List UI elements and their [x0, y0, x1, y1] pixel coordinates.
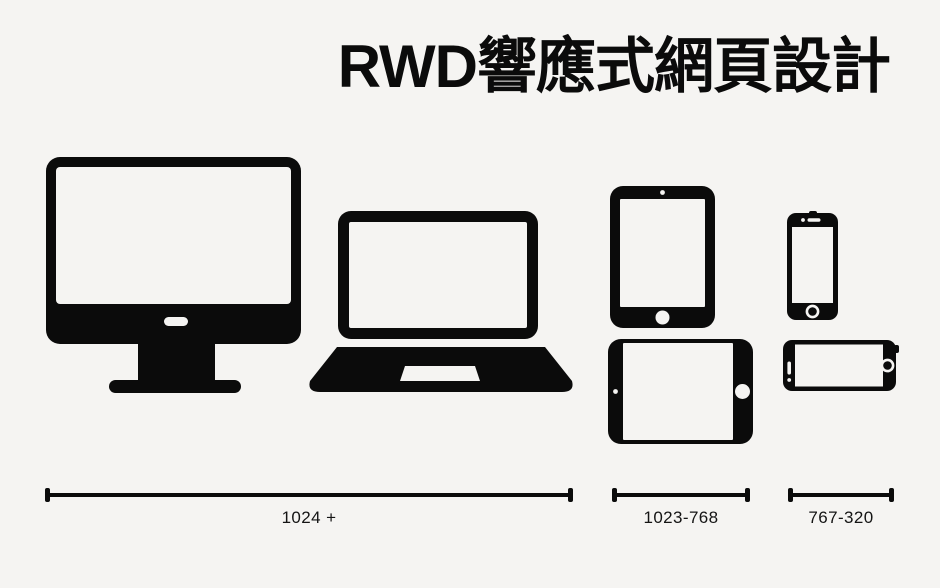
- breakpoint-label-desktop: 1024 +: [281, 508, 337, 527]
- ruler-endcap-right: [568, 488, 573, 502]
- breakpoint-ruler-desktop: 1024 +: [45, 488, 573, 528]
- ruler-line: [613, 493, 749, 497]
- page-title: RWD響應式網頁設計: [337, 33, 891, 100]
- tablet-portrait-device: [610, 186, 715, 328]
- breakpoint-ruler-smartphone: 767-320: [788, 488, 894, 528]
- ruler-bar: [45, 488, 573, 502]
- ruler-line: [789, 493, 893, 497]
- ruler-endcap-right: [889, 488, 894, 502]
- ruler-line: [46, 493, 572, 497]
- tablet-portrait-icon: [610, 186, 715, 328]
- ruler-endcap-right: [745, 488, 750, 502]
- laptop-icon: [309, 211, 573, 392]
- smartphone-landscape-device: [783, 340, 899, 391]
- tablet-landscape-device: [608, 339, 753, 444]
- breakpoint-ruler-tablet: 1023-768: [612, 488, 750, 528]
- smartphone-landscape-icon: [783, 340, 899, 391]
- ruler-bar: [612, 488, 750, 502]
- desktop-monitor-icon: [46, 157, 301, 393]
- desktop-device: [46, 157, 301, 393]
- smartphone-portrait-icon: [787, 211, 838, 320]
- tablet-landscape-icon: [608, 339, 753, 444]
- smartphone-portrait-device: [787, 211, 839, 320]
- breakpoint-label-tablet: 1023-768: [643, 508, 719, 527]
- laptop-device: [307, 211, 575, 392]
- ruler-bar: [788, 488, 894, 502]
- breakpoint-label-smartphone: 767-320: [808, 508, 874, 527]
